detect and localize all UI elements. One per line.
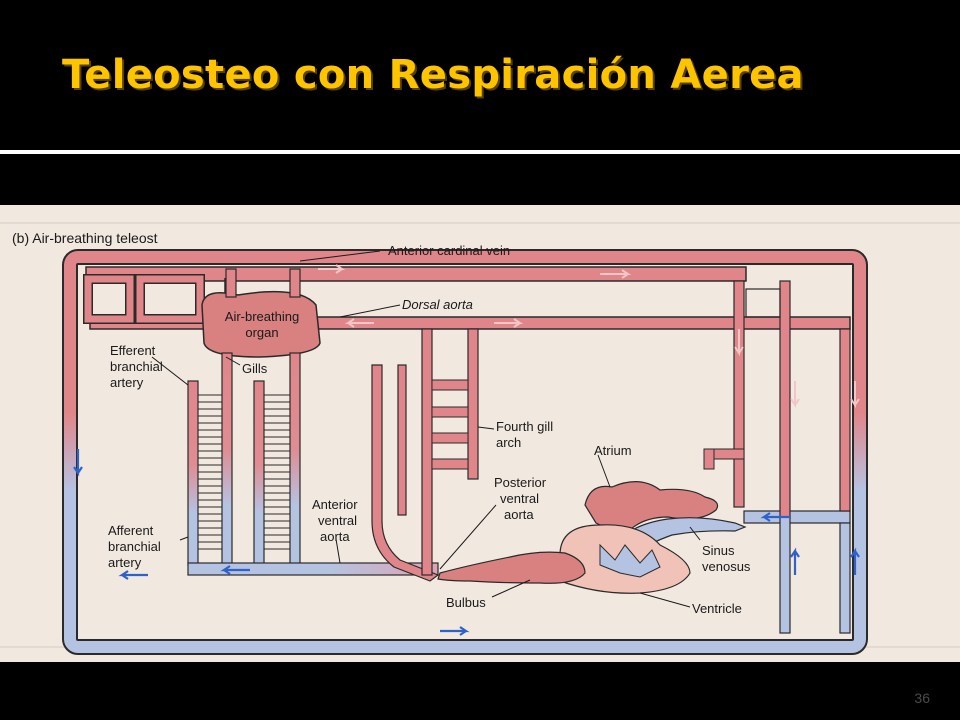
air-breathing-organ: Air-breathing organ — [201, 268, 321, 358]
heart — [437, 481, 747, 594]
circulation-diagram: (b) Air-breathing teleost Air-breathing … — [0, 205, 960, 662]
air-breathing-organ-label-1: Air-breathing — [225, 309, 299, 324]
fourth-gill-arch — [421, 328, 479, 576]
outer-vessel-loop — [62, 249, 868, 655]
arrow-red-5 — [734, 329, 744, 357]
arrow-blue-7 — [850, 547, 860, 575]
label-sinus-2: venosus — [702, 559, 751, 574]
label-fourth-gill-1: Fourth gill — [496, 419, 553, 434]
arrow-red-1 — [318, 264, 346, 274]
diagram-svg: (b) Air-breathing teleost Air-breathing … — [0, 222, 960, 655]
gill-vessels-left — [187, 352, 301, 566]
label-ventricle: Ventricle — [692, 601, 742, 616]
title-divider — [0, 150, 960, 154]
label-anterior-cardinal-vein: Anterior cardinal vein — [388, 243, 510, 258]
label-bulbus: Bulbus — [446, 595, 486, 610]
arrow-blue-2 — [220, 565, 250, 575]
label-anterior-1: Anterior — [312, 497, 358, 512]
arrow-red-6 — [790, 381, 800, 409]
arrow-blue-1 — [73, 449, 83, 477]
label-efferent-2: branchial — [110, 359, 163, 374]
label-anterior-3: aorta — [320, 529, 350, 544]
anterior-ventral-aorta-columns — [371, 364, 440, 582]
arrow-red-2 — [600, 269, 632, 279]
label-afferent-3: artery — [108, 555, 142, 570]
arrow-blue-6 — [790, 547, 800, 575]
arrow-blue-5 — [760, 512, 790, 522]
label-posterior-3: aorta — [504, 507, 534, 522]
leader-lines — [151, 250, 701, 608]
arrow-red-4 — [494, 318, 524, 328]
label-afferent-1: Afferent — [108, 523, 154, 538]
diagram-labels: Anterior cardinal vein Dorsal aorta Effe… — [108, 243, 751, 616]
label-afferent-2: branchial — [108, 539, 161, 554]
label-posterior-1: Posterior — [494, 475, 547, 490]
label-efferent-3: artery — [110, 375, 144, 390]
label-sinus-1: Sinus — [702, 543, 735, 558]
anterior-head-loop — [83, 274, 205, 324]
label-gills: Gills — [242, 361, 268, 376]
label-fourth-gill-2: arch — [496, 435, 521, 450]
arrow-red-7 — [850, 381, 860, 409]
label-efferent-1: Efferent — [110, 343, 156, 358]
label-dorsal-aorta: Dorsal aorta — [402, 297, 473, 312]
label-posterior-2: ventral — [500, 491, 539, 506]
gill-filaments — [198, 394, 290, 550]
arrow-red-3 — [344, 318, 374, 328]
flow-arrows — [73, 264, 860, 636]
label-anterior-2: ventral — [318, 513, 357, 528]
figure-caption: (b) Air-breathing teleost — [12, 230, 158, 246]
arrow-blue-4 — [440, 626, 470, 636]
page-number: 36 — [914, 690, 930, 706]
arrow-blue-3 — [118, 570, 148, 580]
ventral-return-vessel — [187, 562, 439, 576]
slide-title: Teleosteo con Respiración Aerea — [62, 52, 804, 98]
ventricle-inner — [599, 543, 661, 578]
bulbus-shape — [437, 551, 586, 584]
air-breathing-organ-label-2: organ — [245, 325, 278, 340]
label-atrium: Atrium — [594, 443, 632, 458]
sinus-venosus-shape — [624, 517, 747, 551]
right-side-vessels — [703, 280, 851, 634]
